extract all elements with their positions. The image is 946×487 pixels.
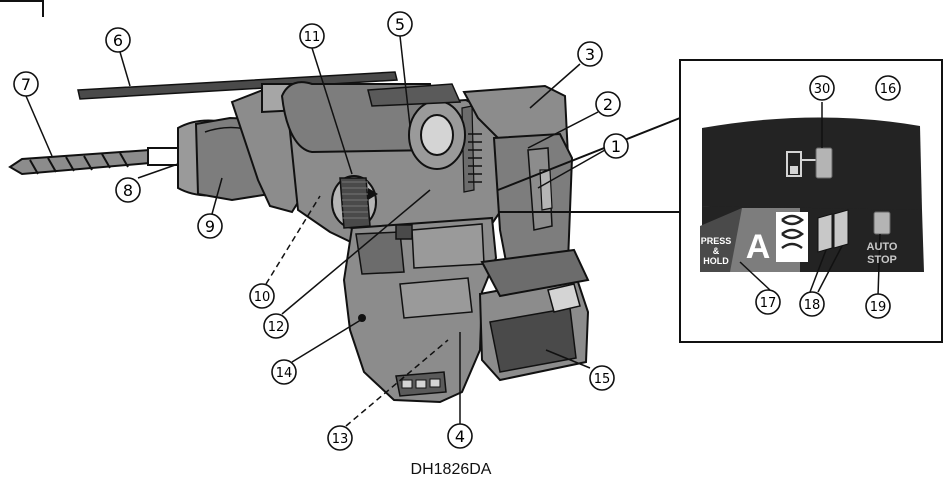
svg-text:5: 5 [395,15,405,34]
depth-gauge [77,71,398,100]
battery-indicator-icon [786,147,833,179]
svg-text:1: 1 [611,137,621,156]
svg-text:4: 4 [455,427,465,446]
callout-9: 9 [197,213,223,239]
dust-extractor-tube [280,81,466,170]
svg-text:30: 30 [814,82,831,97]
callout-17: 17 [755,289,781,315]
callout-12: 12 [263,313,289,339]
callout-4: 4 [447,423,473,449]
panel-surface [702,117,922,212]
svg-text:6: 6 [113,31,123,50]
svg-text:12: 12 [268,320,285,335]
svg-text:7: 7 [21,75,31,94]
lower-housing [342,216,498,404]
callout-19: 19 [865,293,891,319]
callout-14: 14 [271,359,297,385]
svg-text:3: 3 [585,45,595,64]
model-label: DH1826DA [410,461,492,478]
callout-30: 30 [809,75,835,101]
callout-2: 2 [595,91,621,117]
svg-text:2: 2 [603,95,613,114]
press-hold-line-2: & [713,246,720,256]
press-hold-button [700,208,808,272]
corner-tab [0,0,44,17]
svg-text:14: 14 [276,366,293,381]
svg-text:15: 15 [594,372,611,387]
mode-dial [331,175,378,229]
callout-8: 8 [115,177,141,203]
mode-letter: A [746,228,771,266]
svg-text:19: 19 [870,300,887,315]
callout-15: 15 [589,365,615,391]
zoom-connectors [497,117,681,213]
svg-text:16: 16 [880,82,897,97]
svg-text:9: 9 [205,217,215,236]
svg-text:18: 18 [804,298,821,313]
svg-text:10: 10 [254,290,271,305]
callout-6: 6 [105,27,131,53]
callout-16: 16 [875,75,901,101]
callout-10: 10 [249,283,275,309]
callout-18: 18 [799,291,825,317]
auto-stop-line-2: STOP [867,254,897,266]
callouts: 7 6 8 9 10 11 5 12 14 13 4 3 2 1 15 30 1… [13,11,901,451]
auto-stop-lamp [873,211,891,235]
callout-7: 7 [13,71,39,97]
battery [478,248,590,382]
callout-5: 5 [387,11,413,37]
callout-13: 13 [327,425,353,451]
callout-1: 1 [603,133,629,159]
svg-text:13: 13 [332,432,349,447]
indicator-lamps [817,209,849,253]
press-hold-line-1: PRESS [701,236,732,246]
panel-text: PRESS & HOLD A AUTO STOP [701,228,898,266]
control-panel-inset [679,59,943,343]
callout-11: 11 [299,23,325,49]
callout-3: 3 [577,41,603,67]
svg-text:8: 8 [123,181,133,200]
svg-text:17: 17 [760,296,777,311]
auto-stop-line-1: AUTO [867,241,898,253]
leader-lines [25,35,881,427]
press-hold-line-3: HOLD [703,256,729,266]
svg-text:11: 11 [304,30,321,45]
